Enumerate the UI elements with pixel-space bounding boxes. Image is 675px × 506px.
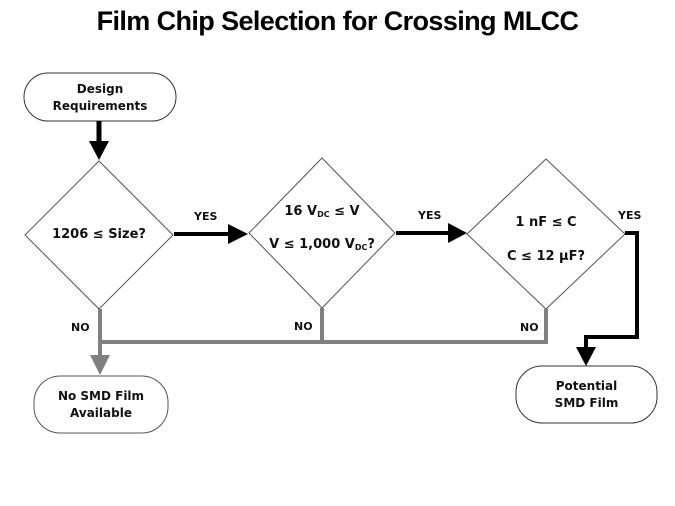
end-yes-terminal: [515, 365, 658, 424]
decision-capacitance-line2: C ≤ 12 µF?: [506, 249, 586, 264]
yes-arrowhead-1: [228, 224, 248, 244]
end-no-terminal: [33, 375, 169, 434]
start-label-line2: Requirements: [52, 99, 148, 113]
no-label-2: NO: [294, 320, 313, 333]
end-no-label-line2: Available: [70, 406, 132, 420]
decision-voltage-diamond: [248, 157, 396, 309]
yes-arrowhead-2: [448, 223, 467, 243]
yes-label-1: YES: [194, 210, 218, 223]
decision-size-label: 1206 ≤ Size?: [52, 227, 146, 242]
decision-capacitance-diamond: [466, 158, 626, 310]
no-arrowhead: [90, 355, 110, 375]
decision-capacitance-line1: 1 nF ≤ C: [515, 215, 577, 230]
start-label: Design Requirements: [24, 81, 176, 115]
yes-arrow-3: [584, 231, 639, 350]
end-yes-label-line1: Potential: [555, 379, 618, 393]
end-yes-label-line2: SMD Film: [554, 396, 619, 410]
yes-label-3: YES: [618, 209, 642, 222]
page-title: Film Chip Selection for Crossing MLCC: [96, 6, 579, 36]
yes-label-2: YES: [418, 209, 442, 222]
start-label-line1: Design: [76, 82, 124, 96]
end-no-label-line1: No SMD Film: [57, 389, 145, 403]
no-label-1: NO: [71, 321, 90, 334]
decision-voltage-line2: V ≤ 1,000 VDC?: [269, 237, 375, 252]
yes-arrowhead-3: [576, 347, 596, 366]
decision-voltage-line1: 16 VDC ≤ V: [284, 204, 360, 219]
end-no-label: No SMD Film Available: [34, 388, 168, 422]
arrowhead-start: [89, 141, 109, 160]
end-yes-label: Potential SMD Film: [516, 378, 657, 412]
no-label-3: NO: [520, 321, 539, 334]
